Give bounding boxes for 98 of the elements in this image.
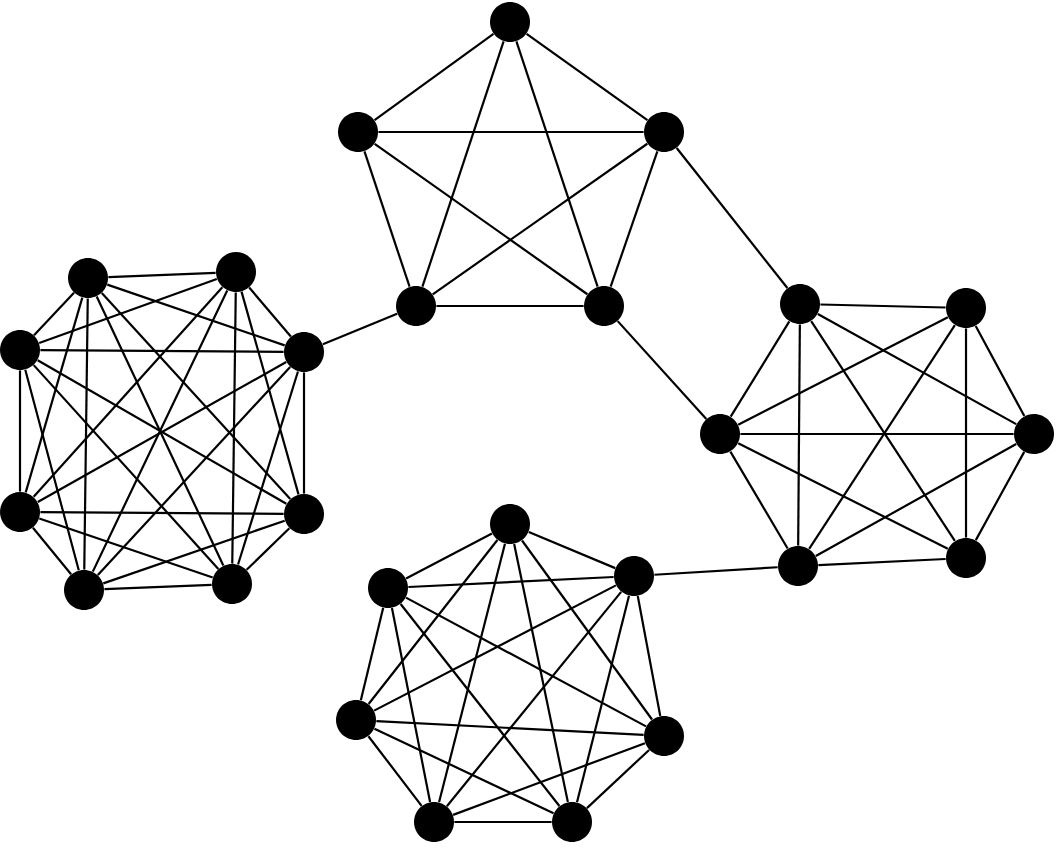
edge-line (373, 584, 617, 712)
vertex-dot (68, 258, 108, 298)
edge-line (729, 451, 789, 549)
edge-line (240, 291, 300, 495)
edge-line (575, 595, 631, 803)
vertex-dot (336, 700, 376, 740)
edge-line (438, 543, 507, 803)
edge-line (820, 303, 946, 309)
edge-line (104, 583, 212, 591)
edge-line (446, 591, 622, 807)
edge-line (97, 366, 291, 576)
edge-line (737, 442, 949, 550)
edge-line (24, 369, 80, 571)
edge-line (405, 596, 647, 728)
vertex-dot (1014, 414, 1054, 454)
edge-line (436, 304, 584, 308)
edge-line (513, 543, 569, 803)
edge-line (83, 298, 89, 570)
edge-line (740, 432, 1014, 436)
edge-line (374, 727, 555, 815)
edge-line (390, 607, 432, 803)
edge-line (818, 557, 946, 567)
edge-line (378, 130, 644, 134)
edge-line (32, 527, 72, 575)
edge-line (245, 527, 291, 571)
edge-line (38, 517, 214, 579)
vertex-dot (780, 284, 820, 324)
edge-line (452, 742, 646, 816)
edge-line (964, 328, 968, 538)
vertex-dot (946, 538, 986, 578)
edge-line (100, 292, 292, 500)
vertex-dot (584, 286, 624, 326)
edge-line (367, 539, 499, 705)
vertex-dot (284, 332, 324, 372)
edge-line (363, 151, 411, 287)
edge-line (32, 364, 220, 570)
vertex-dot (552, 802, 592, 842)
edge-line (102, 519, 286, 585)
edge-line (528, 530, 616, 570)
edge-line (237, 371, 299, 565)
vertex-dot (338, 112, 378, 152)
vertex-dot (368, 568, 408, 608)
vertex-dot (644, 112, 684, 152)
edge-line (654, 566, 778, 576)
edge-line (675, 147, 789, 289)
edge-line (616, 320, 708, 420)
vertex-dot (0, 330, 40, 370)
vertex-dot (778, 546, 818, 586)
edge-line (421, 41, 505, 287)
vertex-dot (490, 2, 530, 42)
edge-line (797, 324, 801, 546)
edge-line (399, 603, 561, 807)
vertex-dot (644, 716, 684, 756)
edge-line (373, 33, 495, 121)
edge-line (974, 325, 1026, 417)
edge-line (525, 32, 649, 122)
edge-line (40, 349, 284, 353)
vertex-dot (414, 802, 454, 842)
edge-line (974, 451, 1026, 541)
edge-line (32, 286, 224, 498)
vertex-dot (64, 570, 104, 610)
edge-line (367, 735, 423, 807)
edge-line (405, 532, 493, 580)
edge-line (408, 575, 614, 589)
vertex-dot (396, 286, 436, 326)
edge-line (322, 312, 398, 346)
edge-line (737, 316, 949, 426)
vertex-dot (614, 556, 654, 596)
edge-line (376, 719, 644, 737)
edge-line (106, 283, 286, 347)
edge-line (231, 292, 237, 564)
edge-line (817, 312, 1017, 426)
edge-line (248, 286, 292, 338)
vertex-dot (0, 492, 40, 532)
edge-line (609, 150, 659, 288)
vertex-dot (946, 288, 986, 328)
edge-line (302, 372, 306, 494)
vertex-dot (490, 504, 530, 544)
edge-line (374, 142, 588, 296)
edge-line (586, 749, 650, 809)
edge-line (515, 41, 599, 287)
edge-line (38, 277, 218, 345)
edge-line (33, 292, 75, 336)
edge-line (815, 443, 1017, 557)
edge-line (729, 320, 791, 418)
edge-line (521, 539, 653, 721)
edge-line (359, 607, 385, 701)
edge-line (108, 271, 216, 279)
edge-line (40, 511, 284, 515)
edge-line (18, 370, 22, 492)
edge-line (24, 297, 84, 493)
edge-line (432, 142, 648, 296)
vertex-dot (284, 494, 324, 534)
edge-line (636, 595, 662, 717)
vertex-dot (212, 564, 252, 604)
vertex-dot (700, 414, 740, 454)
edge-line (454, 820, 552, 824)
vertex-dot (216, 252, 256, 292)
